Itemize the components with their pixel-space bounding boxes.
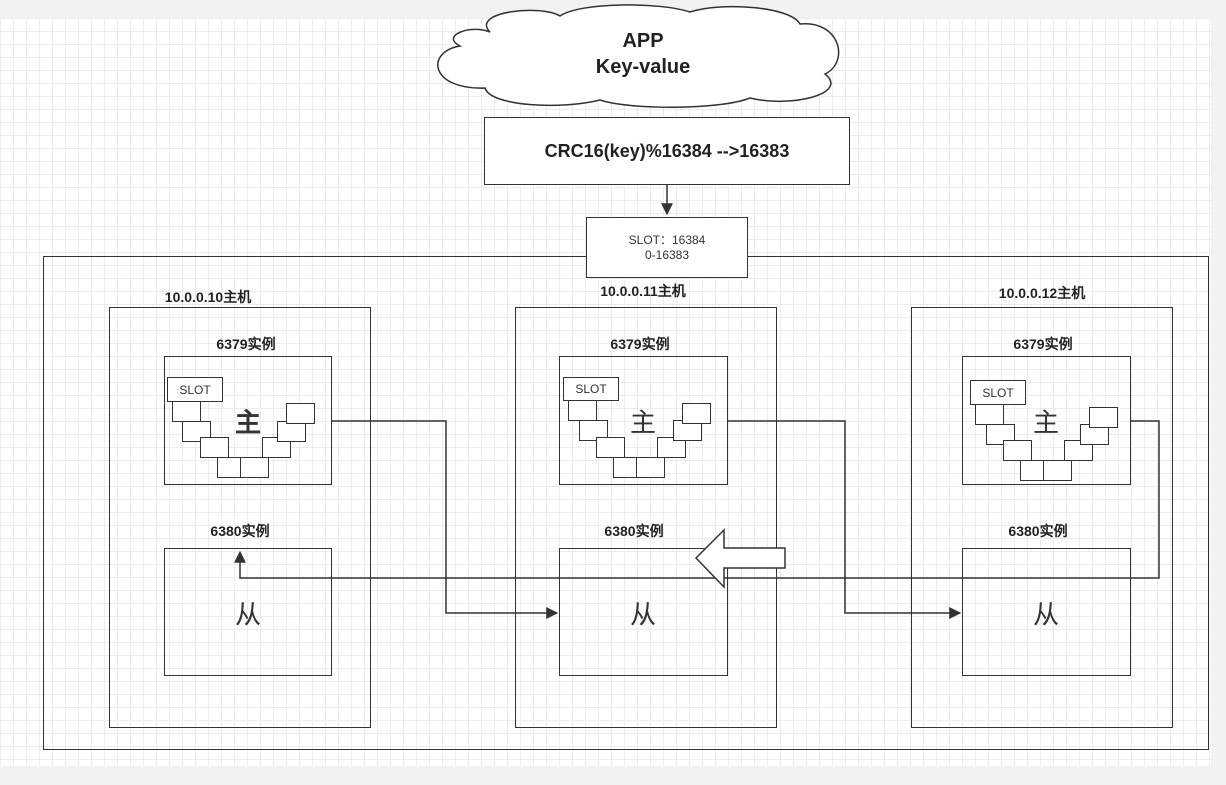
app-title: APP	[622, 30, 664, 52]
host-title: 10.0.0.12主机	[998, 285, 1086, 301]
replication-arrow	[332, 420, 559, 619]
master-text: 主	[1032, 408, 1060, 439]
slave-instance-box	[962, 548, 1131, 676]
host-box	[109, 307, 371, 728]
slot-block	[636, 457, 665, 478]
slot-block	[182, 421, 211, 442]
host-title: 10.0.0.11主机	[600, 283, 686, 299]
host-box	[515, 307, 777, 728]
slot-range: 0-16383	[644, 247, 690, 262]
app-cloud	[437, 4, 840, 109]
app-subtitle: Key-value	[595, 56, 691, 78]
slot-block	[579, 420, 608, 441]
hash-formula-text: CRC16(key)%16384 -->16383	[544, 140, 790, 161]
slave-text: 从	[629, 600, 657, 631]
slot-block	[286, 403, 315, 424]
slot-block	[1003, 440, 1032, 461]
master-instance-box	[962, 356, 1131, 485]
direction-arrow-icon	[694, 528, 786, 589]
app-label: APP Key-value	[543, 26, 743, 82]
slave-instance-label: 6380实例	[604, 523, 664, 539]
master-instance-label: 6379实例	[216, 336, 276, 352]
slave-instance-box	[559, 548, 728, 676]
slave-text: 从	[1032, 600, 1060, 631]
slot-range-box: SLOT：16384 0-16383	[586, 217, 748, 278]
slave-instance-label: 6380实例	[210, 523, 270, 539]
master-text: 主	[629, 408, 657, 439]
slot-tag: SLOT	[167, 377, 223, 402]
slot-count: SLOT：16384	[628, 232, 706, 247]
host-box	[911, 307, 1173, 728]
slot-block	[1089, 407, 1118, 428]
slot-block	[682, 403, 711, 424]
host-title: 10.0.0.10主机	[164, 289, 252, 305]
master-instance-box	[164, 356, 332, 485]
master-instance-box	[559, 356, 728, 485]
slot-tag: SLOT	[563, 377, 619, 401]
slot-block	[1064, 440, 1093, 461]
slave-text: 从	[234, 600, 262, 631]
slot-block	[240, 457, 269, 478]
master-text: 主	[234, 408, 262, 439]
slave-instance-box	[164, 548, 332, 676]
replication-arrow	[234, 420, 1160, 579]
slot-block	[1043, 460, 1072, 481]
slave-instance-label: 6380实例	[1008, 523, 1068, 539]
replication-arrow	[728, 420, 962, 619]
hash-formula-box: CRC16(key)%16384 -->16383	[484, 117, 850, 185]
slot-block	[986, 424, 1015, 445]
slot-block	[262, 437, 291, 458]
slot-block	[657, 437, 686, 458]
master-instance-label: 6379实例	[610, 336, 670, 352]
slot-block	[596, 437, 625, 458]
slot-block	[200, 437, 229, 458]
master-instance-label: 6379实例	[1013, 336, 1073, 352]
